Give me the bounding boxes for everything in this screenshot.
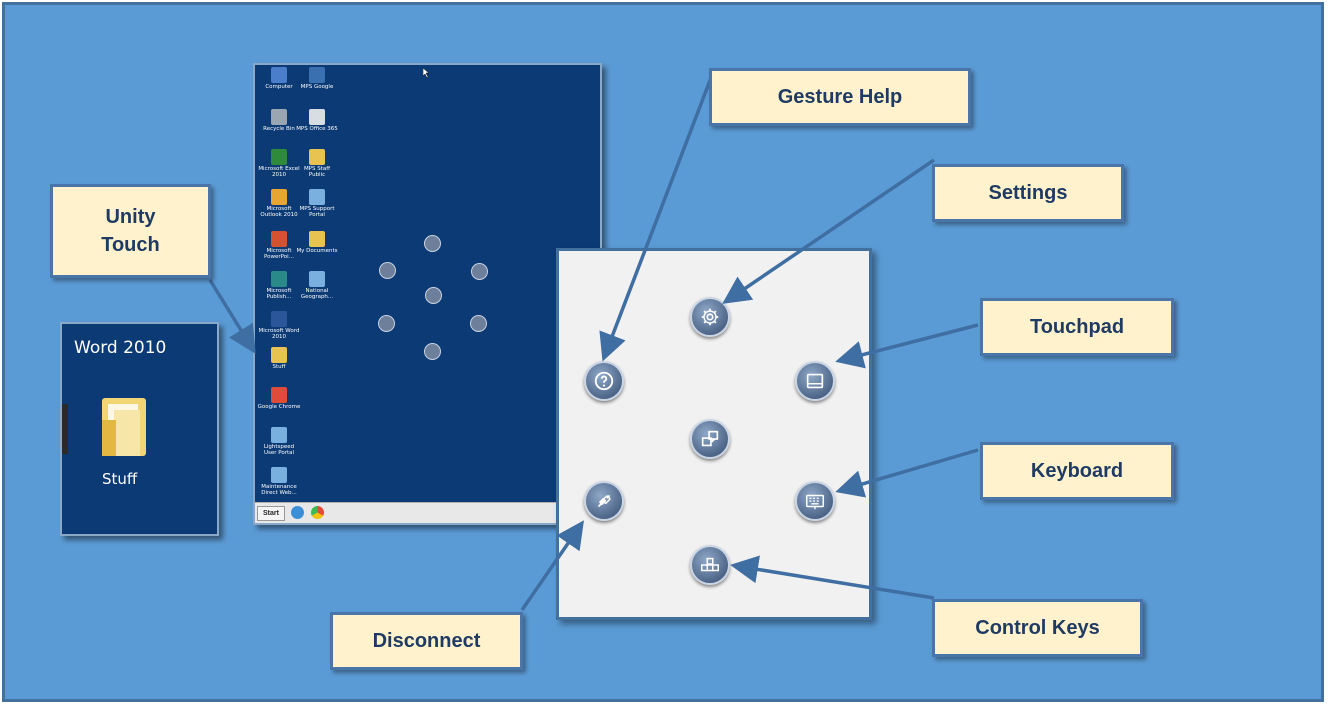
control-keys-icon [701, 557, 719, 572]
app-icon [271, 67, 287, 83]
app-icon [309, 189, 325, 205]
app-icon [271, 311, 287, 327]
desktop-icon[interactable]: Stuff [257, 347, 301, 370]
app-icon [309, 109, 325, 125]
mini-keyboard-button[interactable] [470, 315, 487, 332]
gesture-help-button[interactable] [584, 361, 624, 401]
unity-touch-panel [556, 248, 872, 620]
disconnect-plug-icon [597, 494, 611, 508]
desktop-icon[interactable]: MPS Google [295, 67, 339, 90]
arrow-disconnect [520, 520, 584, 611]
app-icon [309, 271, 325, 287]
mini-disconnect-button[interactable] [378, 315, 395, 332]
desktop-icon-label: Recycle Bin [263, 126, 295, 132]
desktop-icon-label: Maintenance Direct Web... [261, 484, 297, 497]
switch-window-icon [701, 430, 719, 447]
app-icon [271, 387, 287, 403]
callout-disconnect: Disconnect [330, 612, 523, 670]
arrow-touchpad [835, 323, 979, 369]
desktop-icon[interactable]: MPS Office 365 [295, 109, 339, 132]
touchpad-button[interactable] [795, 361, 835, 401]
app-icon [309, 67, 325, 83]
start-button[interactable]: Start [257, 506, 285, 521]
desktop-icon-label: Stuff [272, 364, 286, 370]
desktop-icon[interactable]: National Geograph... [295, 271, 339, 301]
desktop-icon[interactable]: Maintenance Direct Web... [257, 467, 301, 497]
app-icon [271, 189, 287, 205]
settings-button[interactable] [690, 297, 730, 337]
desktop-icon[interactable]: MPS Staff Public [295, 149, 339, 179]
desktop-icon-label: Computer [265, 84, 293, 90]
desktop-icon[interactable]: Microsoft Publish... [257, 271, 301, 301]
desktop-icon-label: MPS Support Portal [299, 206, 335, 219]
arrow-keyboard [835, 448, 979, 498]
desktop-icon[interactable]: Computer [257, 67, 301, 90]
arrow-unity-touch [208, 279, 256, 354]
desktop-icon-label: MPS Staff Public [303, 166, 331, 179]
zoomed-folder-label: Stuff [102, 470, 138, 488]
callout-keyboard: Keyboard [980, 442, 1174, 500]
arrow-gesture-help [599, 69, 716, 362]
zoomed-word-label: Word 2010 [74, 338, 167, 358]
mouse-cursor-icon [422, 65, 431, 83]
mini-settings-button[interactable] [424, 235, 441, 252]
app-icon [271, 109, 287, 125]
zoomed-desktop-detail: Word 2010 Stuff [60, 322, 219, 536]
app-icon [271, 231, 287, 247]
center-button[interactable] [690, 419, 730, 459]
desktop-icon[interactable]: Lightspeed User Portal [257, 427, 301, 457]
control-keys-button[interactable] [690, 545, 730, 585]
desktop-icon-label: National Geograph... [300, 288, 334, 301]
desktop-icon-label: Microsoft Publish... [266, 288, 292, 301]
arrow-settings [722, 158, 935, 304]
desktop-icon-label: Lightspeed User Portal [263, 444, 295, 457]
touchpad-icon [806, 373, 824, 389]
callout-touchpad: Touchpad [980, 298, 1174, 356]
keyboard-button[interactable] [795, 481, 835, 521]
folder-icon [98, 390, 150, 460]
app-icon [271, 271, 287, 287]
desktop-icon-label: Google Chrome [257, 404, 301, 410]
desktop-icon[interactable]: Microsoft Word 2010 [257, 311, 301, 341]
app-icon [309, 231, 325, 247]
mini-touchpad-button[interactable] [471, 263, 488, 280]
app-icon [271, 467, 287, 483]
callout-unity-touch: Unity Touch [50, 184, 211, 278]
keyboard-icon [806, 494, 824, 510]
desktop-icon[interactable]: Google Chrome [257, 387, 301, 410]
desktop-icon-label: Microsoft Outlook 2010 [260, 206, 298, 219]
desktop-icon[interactable]: Recycle Bin [257, 109, 301, 132]
desktop-icon-label: MPS Office 365 [296, 126, 338, 132]
arrow-control-keys [730, 555, 935, 600]
ie-icon[interactable] [291, 506, 304, 519]
app-icon [271, 149, 287, 165]
zoom-edge-marker [62, 404, 68, 454]
callout-gesture-help: Gesture Help [709, 68, 971, 126]
desktop-icon[interactable]: MPS Support Portal [295, 189, 339, 219]
app-icon [309, 149, 325, 165]
chrome-icon[interactable] [311, 506, 324, 519]
desktop-icon[interactable]: Microsoft Outlook 2010 [257, 189, 301, 219]
desktop-icon-label: Microsoft Excel 2010 [258, 166, 300, 179]
callout-settings: Settings [932, 164, 1124, 222]
gear-icon [701, 308, 719, 326]
desktop-icon[interactable]: My Documents [295, 231, 339, 254]
app-icon [271, 427, 287, 443]
desktop-icon[interactable]: Microsoft PowerPoi... [257, 231, 301, 261]
disconnect-button[interactable] [584, 481, 624, 521]
mini-controlkeys-button[interactable] [424, 343, 441, 360]
desktop-icon-label: MPS Google [300, 84, 334, 90]
app-icon [271, 347, 287, 363]
desktop-icon-label: Microsoft PowerPoi... [264, 248, 294, 261]
desktop-icon[interactable]: Microsoft Excel 2010 [257, 149, 301, 179]
callout-control-keys: Control Keys [932, 599, 1143, 657]
desktop-icon-label: Microsoft Word 2010 [258, 328, 300, 341]
question-icon [594, 371, 614, 391]
mini-help-button[interactable] [379, 262, 396, 279]
mini-center-button[interactable] [425, 287, 442, 304]
desktop-icon-label: My Documents [296, 248, 338, 254]
